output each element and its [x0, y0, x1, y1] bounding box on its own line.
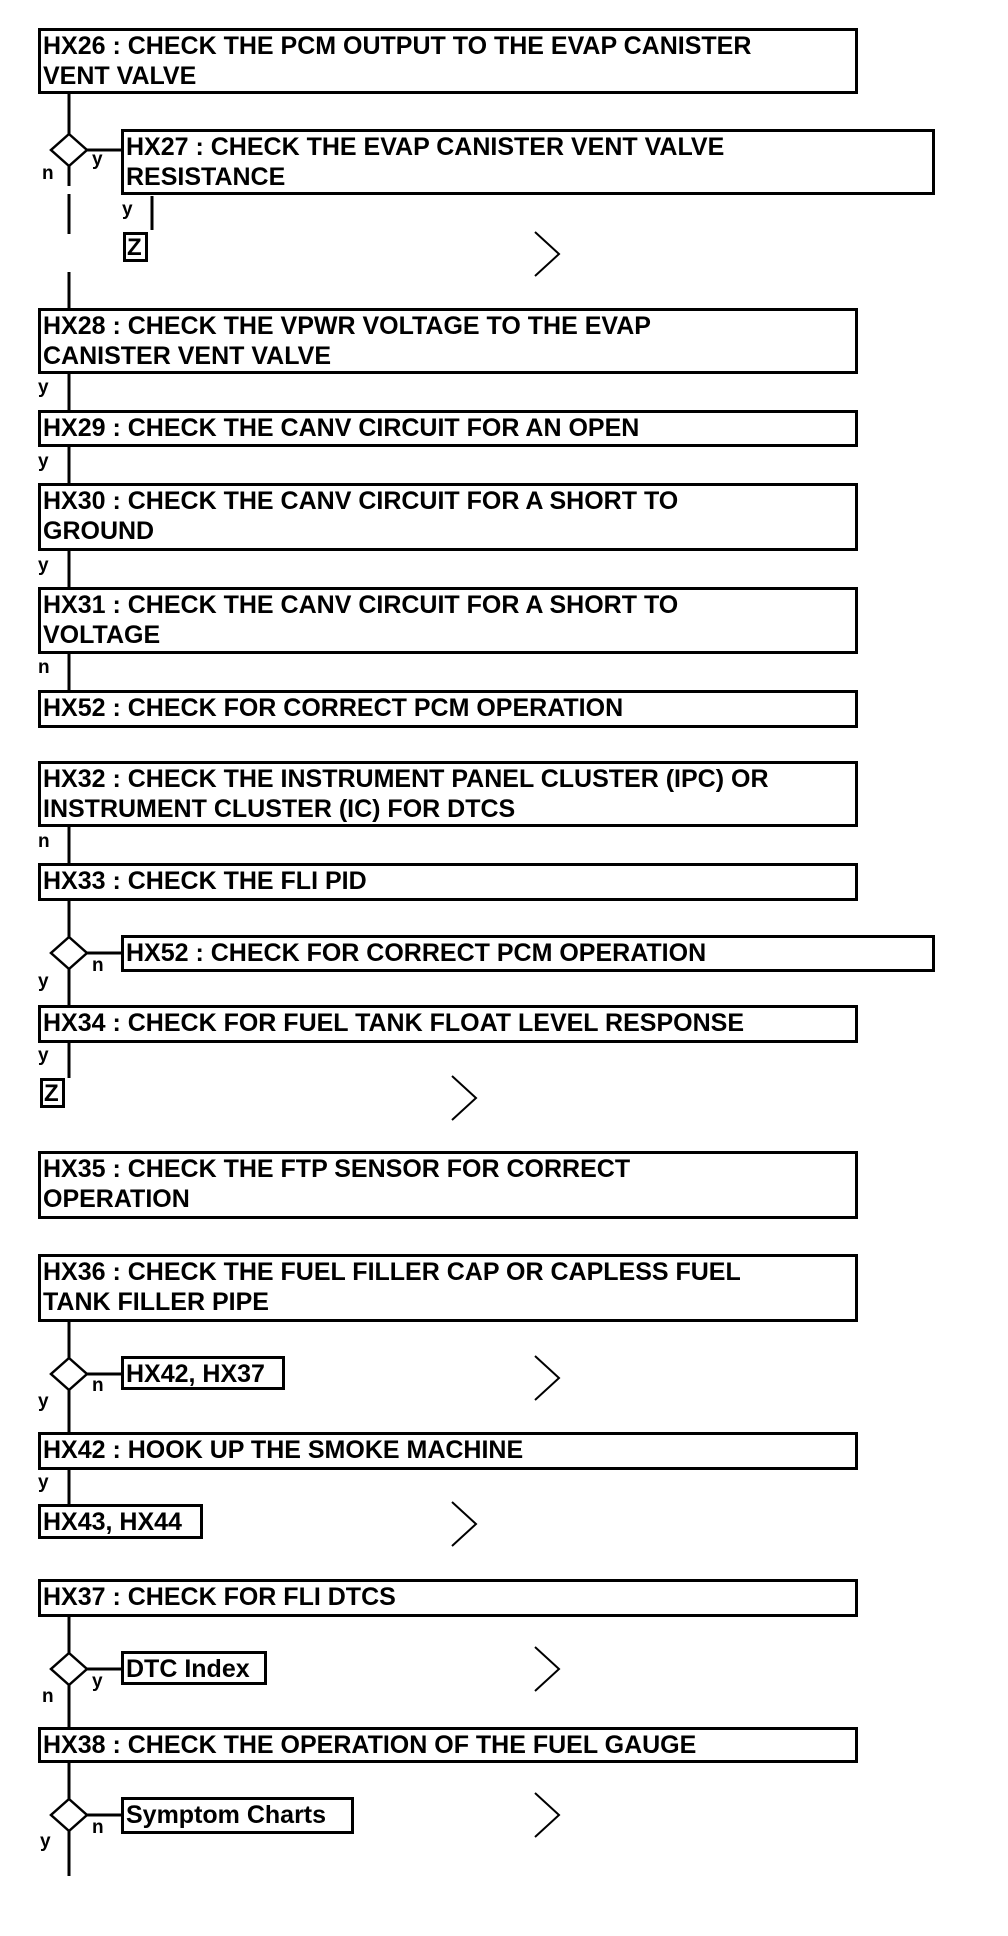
branch-label-y: y — [92, 149, 103, 170]
step-hx52-b[interactable]: HX52 : CHECK FOR CORRECT PCM OPERATION — [121, 935, 935, 972]
step-hx42[interactable]: HX42 : HOOK UP THE SMOKE MACHINE — [38, 1432, 858, 1470]
step-hx26[interactable]: HX26 : CHECK THE PCM OUTPUT TO THE EVAP … — [38, 28, 858, 94]
chevron-right-icon — [451, 1075, 478, 1121]
branch-label-n: n — [92, 1375, 104, 1396]
branch-label-n: n — [92, 1817, 104, 1838]
branch-label-y: y — [38, 1045, 49, 1066]
step-hx34[interactable]: HX34 : CHECK FOR FUEL TANK FLOAT LEVEL R… — [38, 1005, 858, 1043]
branch-label-y: y — [38, 1391, 49, 1412]
chevron-right-icon — [534, 1355, 561, 1401]
step-hx52-a[interactable]: HX52 : CHECK FOR CORRECT PCM OPERATION — [38, 690, 858, 728]
branch-label-y: y — [92, 1671, 103, 1692]
chevron-right-icon — [534, 1792, 561, 1838]
branch-label-y: y — [40, 1831, 51, 1852]
chevron-right-icon — [534, 231, 561, 277]
diamond-icon — [49, 1651, 89, 1687]
branch-label-n: n — [42, 163, 54, 184]
chevron-right-icon — [451, 1501, 478, 1547]
diamond-icon — [49, 1356, 89, 1392]
step-hx29[interactable]: HX29 : CHECK THE CANV CIRCUIT FOR AN OPE… — [38, 410, 858, 447]
link-hx42-hx37[interactable]: HX42, HX37 — [121, 1356, 285, 1390]
step-hx33[interactable]: HX33 : CHECK THE FLI PID — [38, 863, 858, 901]
step-hx32[interactable]: HX32 : CHECK THE INSTRUMENT PANEL CLUSTE… — [38, 761, 858, 827]
jump-z-1[interactable]: Z — [123, 232, 148, 262]
jump-z-2[interactable]: Z — [40, 1078, 65, 1108]
diamond-icon — [49, 1797, 89, 1833]
branch-label-y: y — [122, 199, 133, 220]
chevron-right-icon — [534, 1646, 561, 1692]
step-hx28[interactable]: HX28 : CHECK THE VPWR VOLTAGE TO THE EVA… — [38, 308, 858, 374]
step-hx36[interactable]: HX36 : CHECK THE FUEL FILLER CAP OR CAPL… — [38, 1254, 858, 1322]
branch-label-y: y — [38, 971, 49, 992]
diamond-icon — [49, 132, 89, 168]
step-hx35[interactable]: HX35 : CHECK THE FTP SENSOR FOR CORRECT … — [38, 1151, 858, 1219]
branch-label-n: n — [92, 955, 104, 976]
branch-label-y: y — [38, 1472, 49, 1493]
link-dtc-index[interactable]: DTC Index — [121, 1651, 267, 1685]
branch-label-n: n — [38, 657, 50, 678]
step-hx38[interactable]: HX38 : CHECK THE OPERATION OF THE FUEL G… — [38, 1727, 858, 1763]
branch-label-y: y — [38, 377, 49, 398]
branch-label-y: y — [38, 451, 49, 472]
branch-label-n: n — [42, 1686, 54, 1707]
link-hx43-hx44[interactable]: HX43, HX44 — [38, 1504, 203, 1539]
step-hx30[interactable]: HX30 : CHECK THE CANV CIRCUIT FOR A SHOR… — [38, 483, 858, 551]
step-hx37[interactable]: HX37 : CHECK FOR FLI DTCS — [38, 1579, 858, 1617]
step-hx31[interactable]: HX31 : CHECK THE CANV CIRCUIT FOR A SHOR… — [38, 587, 858, 654]
link-symptom-charts[interactable]: Symptom Charts — [121, 1797, 354, 1834]
branch-label-n: n — [38, 831, 50, 852]
step-hx27[interactable]: HX27 : CHECK THE EVAP CANISTER VENT VALV… — [121, 129, 935, 195]
diamond-icon — [49, 935, 89, 971]
branch-label-y: y — [38, 555, 49, 576]
